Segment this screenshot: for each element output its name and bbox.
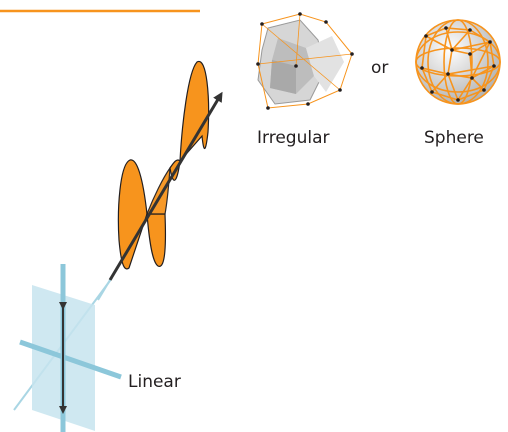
label-or: or xyxy=(371,58,388,78)
label-linear: Linear xyxy=(128,372,181,392)
wave-lobe-upper-left xyxy=(146,165,171,215)
irregular-polyhedron-icon xyxy=(256,12,354,110)
geodesic-sphere-icon xyxy=(415,19,501,105)
wave-lobe-upper xyxy=(179,60,210,163)
propagation-arrow xyxy=(108,91,223,281)
wave-lobe-lower xyxy=(117,159,148,270)
label-irregular: Irregular xyxy=(257,128,329,148)
polarizer-horizontal-axis xyxy=(19,339,122,380)
beam-extension xyxy=(97,279,111,301)
label-sphere: Sphere xyxy=(424,128,484,148)
wave-lobe-lower-right xyxy=(146,213,167,267)
